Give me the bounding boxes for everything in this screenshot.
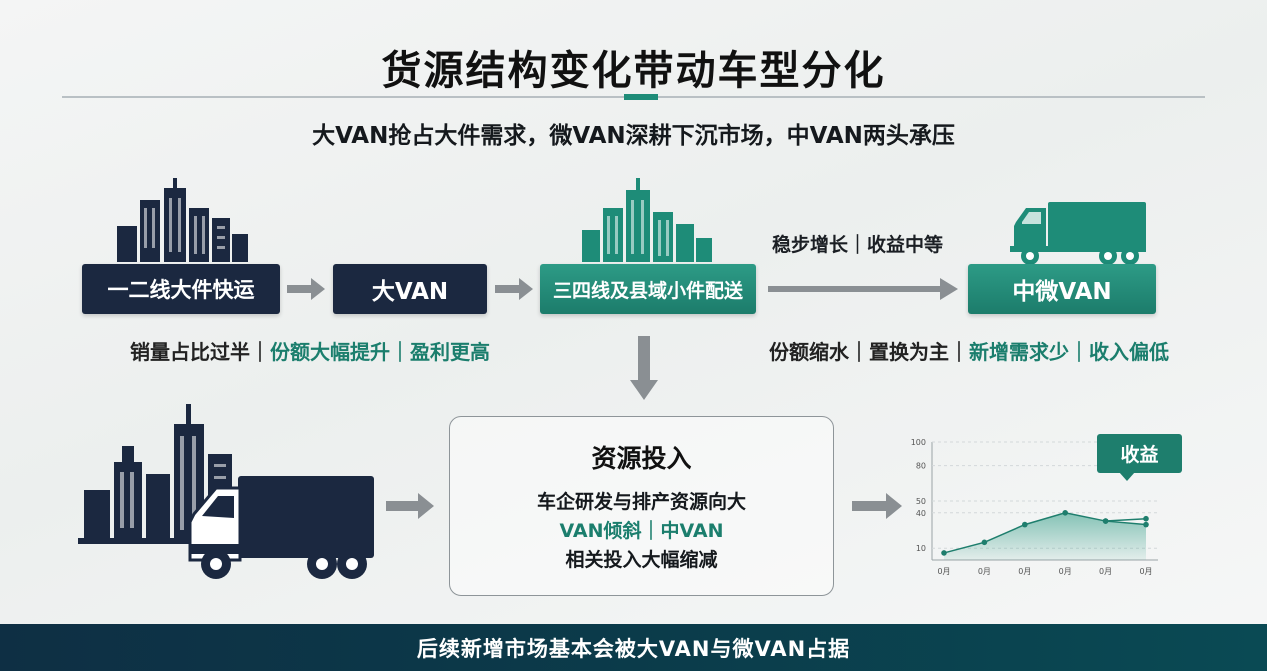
panel-line-1: 车企研发与排产资源向大: [536, 491, 746, 513]
arrow-right-icon: [852, 493, 902, 519]
data-point: [1022, 521, 1028, 528]
mid-van-note: 份额缩水｜置换为主｜新增需求少｜收入偏低: [769, 336, 1169, 365]
x-tick-label: 0月: [1018, 567, 1031, 576]
growth-note: 稳步增长｜收益中等: [772, 234, 944, 256]
data-point: [1143, 521, 1149, 528]
revenue-chart: 10 40 50 80 100 0月 0月 0月 0月 0月 0月: [911, 438, 1158, 576]
x-tick-label: 0月: [1099, 567, 1112, 576]
x-tick-label: 0月: [978, 567, 991, 576]
y-tick-label: 40: [916, 509, 926, 518]
data-point: [1143, 515, 1149, 522]
box-tier1-bulky-freight: 一二线大件快运: [82, 264, 280, 314]
arrow-right-icon: [287, 278, 325, 300]
county-skyline-icon: [582, 178, 712, 262]
revenue-badge: 收益: [1097, 434, 1182, 481]
series-area: [944, 512, 1146, 560]
data-point: [1102, 518, 1109, 524]
box-mid-micro-van: 中微VAN: [968, 264, 1156, 314]
truck-icon: [1010, 202, 1146, 265]
arrow-right-icon: [495, 278, 533, 300]
panel-line-2: VAN倾斜｜中VAN: [559, 520, 724, 542]
x-tick-label: 0月: [1059, 567, 1072, 576]
box-large-van: 大VAN: [333, 264, 487, 314]
note-part-highlight: 新增需求少: [969, 340, 1069, 364]
note-part: 销量占比过半｜: [130, 340, 270, 364]
y-tick-label: 100: [911, 438, 926, 447]
city-truck-illustration-icon: [78, 404, 374, 579]
resource-panel: 资源投入 车企研发与排产资源向大 VAN倾斜｜中VAN 相关投入大幅缩减: [449, 416, 834, 596]
data-point: [981, 539, 988, 546]
title-rule-accent: [624, 94, 658, 100]
note-part-highlight: 份额大幅提升｜: [270, 340, 410, 364]
x-tick-label: 0月: [937, 567, 950, 576]
page-title: 货源结构变化带动车型分化: [381, 48, 886, 94]
y-tick-label: 10: [916, 544, 926, 553]
arrow-long-right-icon: [768, 278, 958, 300]
y-tick-label: 50: [916, 497, 926, 506]
y-tick-label: 80: [916, 462, 926, 471]
arrow-right-icon: [386, 493, 434, 519]
panel-line-3: 相关投入大幅缩减: [565, 549, 718, 571]
data-point: [1062, 510, 1068, 516]
x-tick-label: 0月: [1139, 567, 1152, 576]
data-point: [941, 550, 947, 556]
page-subtitle: 大VAN抢占大件需求，微VAN深耕下沉市场，中VAN两头承压: [312, 123, 955, 149]
note-part-highlight: ｜收入偏低: [1069, 340, 1169, 364]
city-skyline-icon: [117, 178, 248, 262]
footer-banner: 后续新增市场基本会被大VAN与微VAN占据: [0, 624, 1267, 671]
panel-title: 资源投入: [591, 444, 692, 473]
large-van-note: 销量占比过半｜份额大幅提升｜盈利更高: [130, 336, 490, 365]
box-county-small-parcel: 三四线及县域小件配送: [540, 264, 756, 314]
note-part: 份额缩水｜置换为主｜: [769, 340, 969, 364]
series-line: [1105, 517, 1147, 522]
note-part-highlight: 盈利更高: [410, 340, 490, 364]
arrow-down-icon: [630, 336, 658, 400]
series-line: [943, 512, 1147, 554]
